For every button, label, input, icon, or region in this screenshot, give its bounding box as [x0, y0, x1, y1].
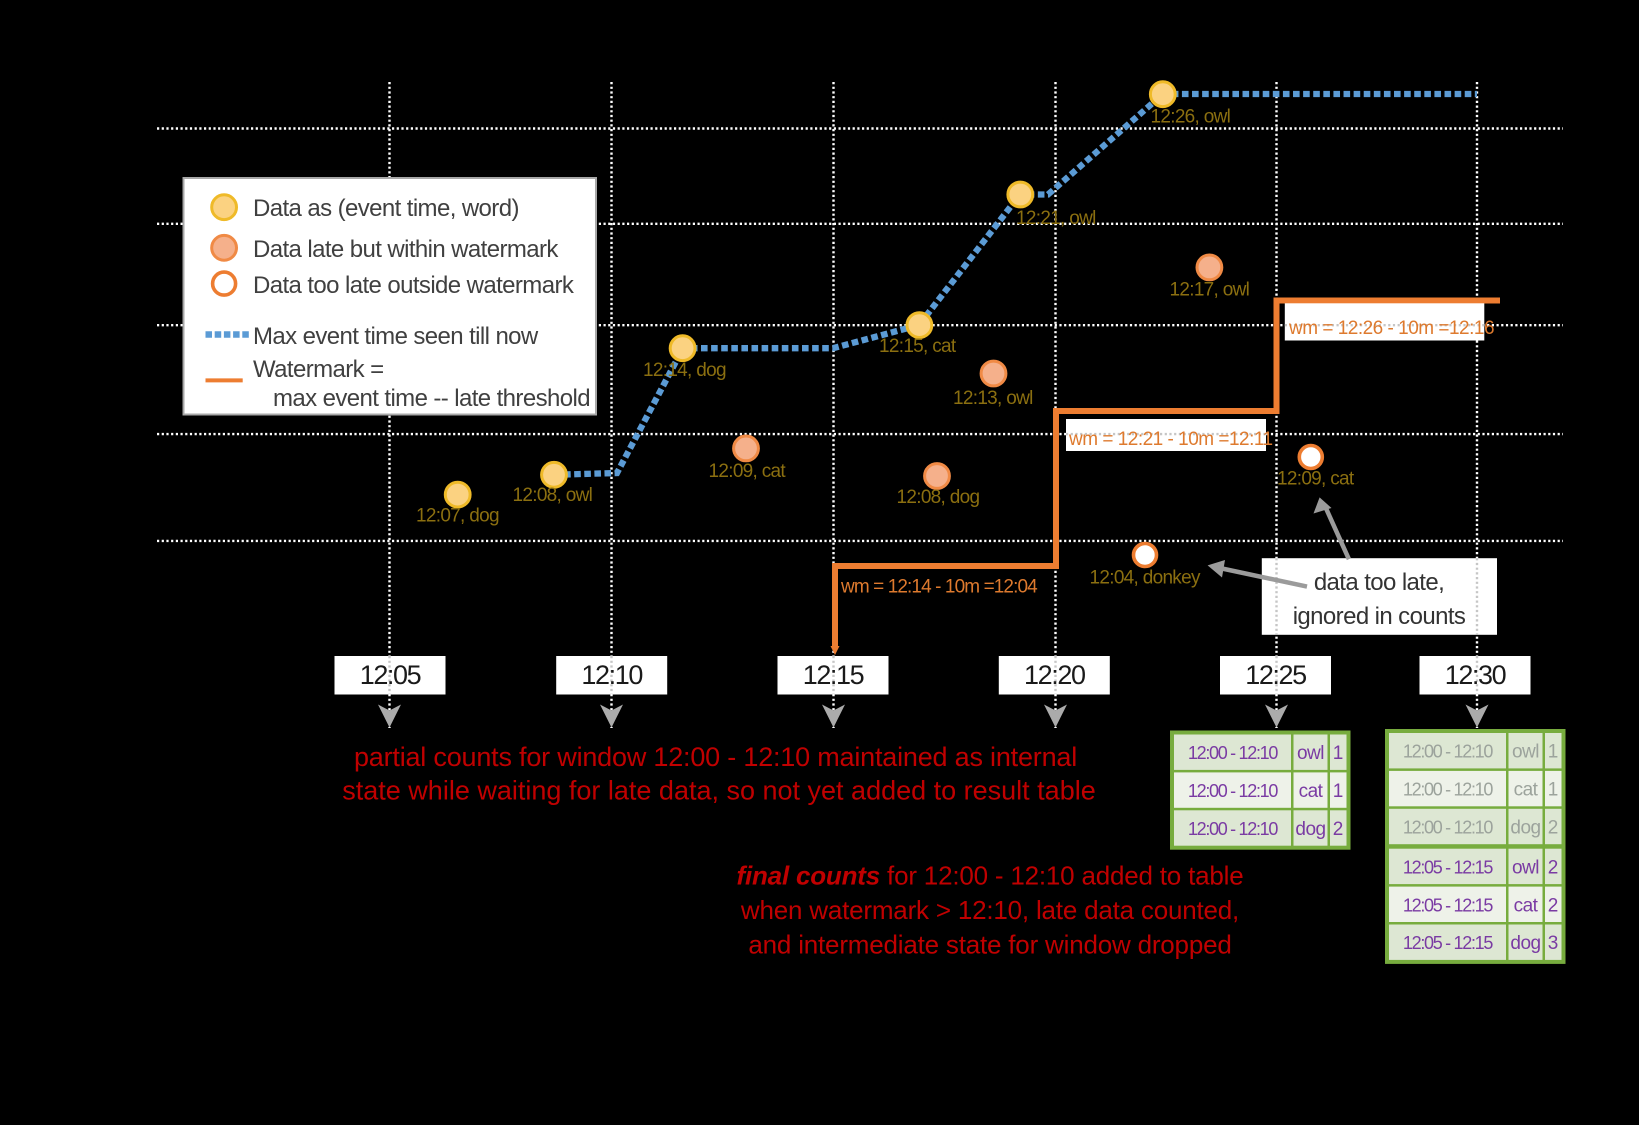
svg-text:12:05 - 12:15: 12:05 - 12:15	[1403, 895, 1493, 915]
svg-text:wm = 12:26 - 10m =12:16: wm = 12:26 - 10m =12:16	[1288, 318, 1494, 339]
svg-text:ignored in counts: ignored in counts	[1293, 603, 1466, 630]
svg-text:12:00 - 12:10: 12:00 - 12:10	[1188, 819, 1278, 839]
svg-text:12:05 - 12:15: 12:05 - 12:15	[1403, 933, 1493, 953]
svg-text:2: 2	[1333, 819, 1344, 840]
svg-text:and intermediate state for win: and intermediate state for window droppe…	[748, 930, 1231, 960]
svg-text:partial counts for window 12:0: partial counts for window 12:00 - 12:10 …	[354, 742, 1077, 772]
svg-text:2: 2	[1548, 895, 1559, 916]
svg-text:dog: dog	[1295, 819, 1325, 840]
svg-text:final counts for 12:00 - 12:10: final counts for 12:00 - 12:10 added to …	[737, 861, 1244, 891]
svg-text:data too late,: data too late,	[1314, 569, 1444, 596]
svg-text:12:25: 12:25	[1245, 660, 1306, 690]
svg-text:Data as (event time, word): Data as (event time, word)	[253, 195, 519, 222]
svg-text:12:04, donkey: 12:04, donkey	[1090, 568, 1201, 589]
svg-text:12:14, dog: 12:14, dog	[643, 360, 726, 381]
svg-text:wm = 12:21 - 10m =12:11: wm = 12:21 - 10m =12:11	[1068, 429, 1273, 450]
svg-text:12:21, owl: 12:21, owl	[1016, 208, 1096, 229]
svg-text:1: 1	[1333, 781, 1344, 802]
svg-text:12:07, dog: 12:07, dog	[416, 506, 499, 527]
svg-text:12:05: 12:05	[360, 660, 421, 690]
svg-text:12:09, cat: 12:09, cat	[1277, 469, 1355, 490]
svg-text:Data late but within watermark: Data late but within watermark	[253, 236, 559, 263]
svg-text:12:08, owl: 12:08, owl	[513, 485, 593, 506]
svg-text:owl: owl	[1297, 743, 1324, 764]
svg-text:dog: dog	[1510, 933, 1540, 954]
svg-text:12:09, cat: 12:09, cat	[709, 461, 787, 482]
svg-text:12:20: 12:20	[1024, 660, 1085, 690]
svg-text:owl: owl	[1512, 742, 1539, 763]
svg-text:3: 3	[1548, 933, 1559, 954]
svg-text:12:17, owl: 12:17, owl	[1170, 280, 1250, 301]
svg-text:12:05 - 12:15: 12:05 - 12:15	[1403, 857, 1493, 877]
svg-text:12:00 - 12:10: 12:00 - 12:10	[1403, 818, 1493, 838]
svg-text:owl: owl	[1512, 857, 1539, 878]
svg-text:Max event time seen till now: Max event time seen till now	[253, 323, 539, 350]
svg-text:12:00 - 12:10: 12:00 - 12:10	[1188, 781, 1278, 801]
svg-text:Data too late outside watermar: Data too late outside watermark	[253, 272, 575, 299]
svg-text:Watermark =: Watermark =	[253, 356, 384, 383]
svg-text:12:00 - 12:10: 12:00 - 12:10	[1188, 743, 1278, 763]
svg-text:12:13, owl: 12:13, owl	[953, 388, 1033, 409]
svg-text:state while waiting for late d: state while waiting for late data, so no…	[342, 776, 1095, 806]
svg-text:2: 2	[1548, 857, 1559, 878]
svg-text:dog: dog	[1510, 818, 1540, 839]
svg-text:1: 1	[1548, 742, 1559, 763]
svg-text:wm = 12:14 - 10m =12:04: wm = 12:14 - 10m =12:04	[840, 577, 1038, 598]
svg-text:12:30: 12:30	[1445, 660, 1506, 690]
svg-text:12:00 - 12:10: 12:00 - 12:10	[1403, 780, 1493, 800]
svg-text:12:15, cat: 12:15, cat	[879, 336, 957, 357]
svg-text:12:15: 12:15	[803, 660, 864, 690]
svg-text:cat: cat	[1514, 780, 1539, 801]
svg-text:max event time -- late thresho: max event time -- late threshold	[273, 385, 590, 412]
svg-text:12:00 - 12:10: 12:00 - 12:10	[1403, 742, 1493, 762]
svg-text:12:26, owl: 12:26, owl	[1151, 107, 1231, 128]
svg-text:1: 1	[1333, 743, 1344, 764]
svg-text:cat: cat	[1299, 781, 1324, 802]
svg-text:1: 1	[1548, 780, 1559, 801]
svg-text:2: 2	[1548, 818, 1559, 839]
svg-text:when watermark > 12:10, late d: when watermark > 12:10, late data counte…	[740, 895, 1239, 925]
svg-text:cat: cat	[1514, 895, 1539, 916]
svg-text:12:10: 12:10	[581, 660, 642, 690]
svg-text:12:08, dog: 12:08, dog	[897, 487, 980, 508]
